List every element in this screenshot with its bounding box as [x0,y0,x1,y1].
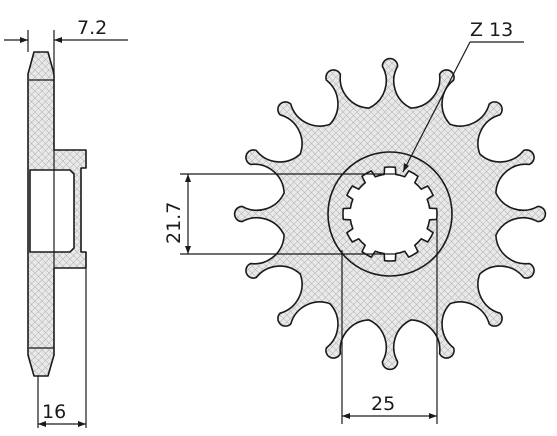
arrowhead [403,163,409,172]
dimension-inner-spline [180,173,395,255]
hub-bore-section [29,169,75,253]
dimension-hub-width [37,268,87,428]
arrowhead [20,37,28,43]
hub-circle [327,151,453,277]
arrowhead [78,421,86,427]
dimension-outer-spline-label: 25 [371,393,395,415]
arrowhead [185,246,191,254]
dimension-hub-offset [4,30,128,74]
sprocket-side-view [27,51,87,377]
sprocket-front-view [233,57,547,371]
dimension-outer-spline [341,220,438,424]
arrowhead [38,421,46,427]
dimension-hub-width-label: 16 [42,401,66,423]
arrowhead [429,413,437,419]
leader-line [402,41,471,173]
arrowhead [342,413,350,419]
dimension-hub-offset-label: 7.2 [77,17,107,39]
spline-bore [342,166,438,262]
arrowhead [54,37,62,43]
dimension-inner-spline-label: 21.7 [163,202,185,244]
teeth-count-label: Z 13 [470,19,513,41]
teeth-count-leader [402,41,524,173]
arrowhead [185,174,191,182]
